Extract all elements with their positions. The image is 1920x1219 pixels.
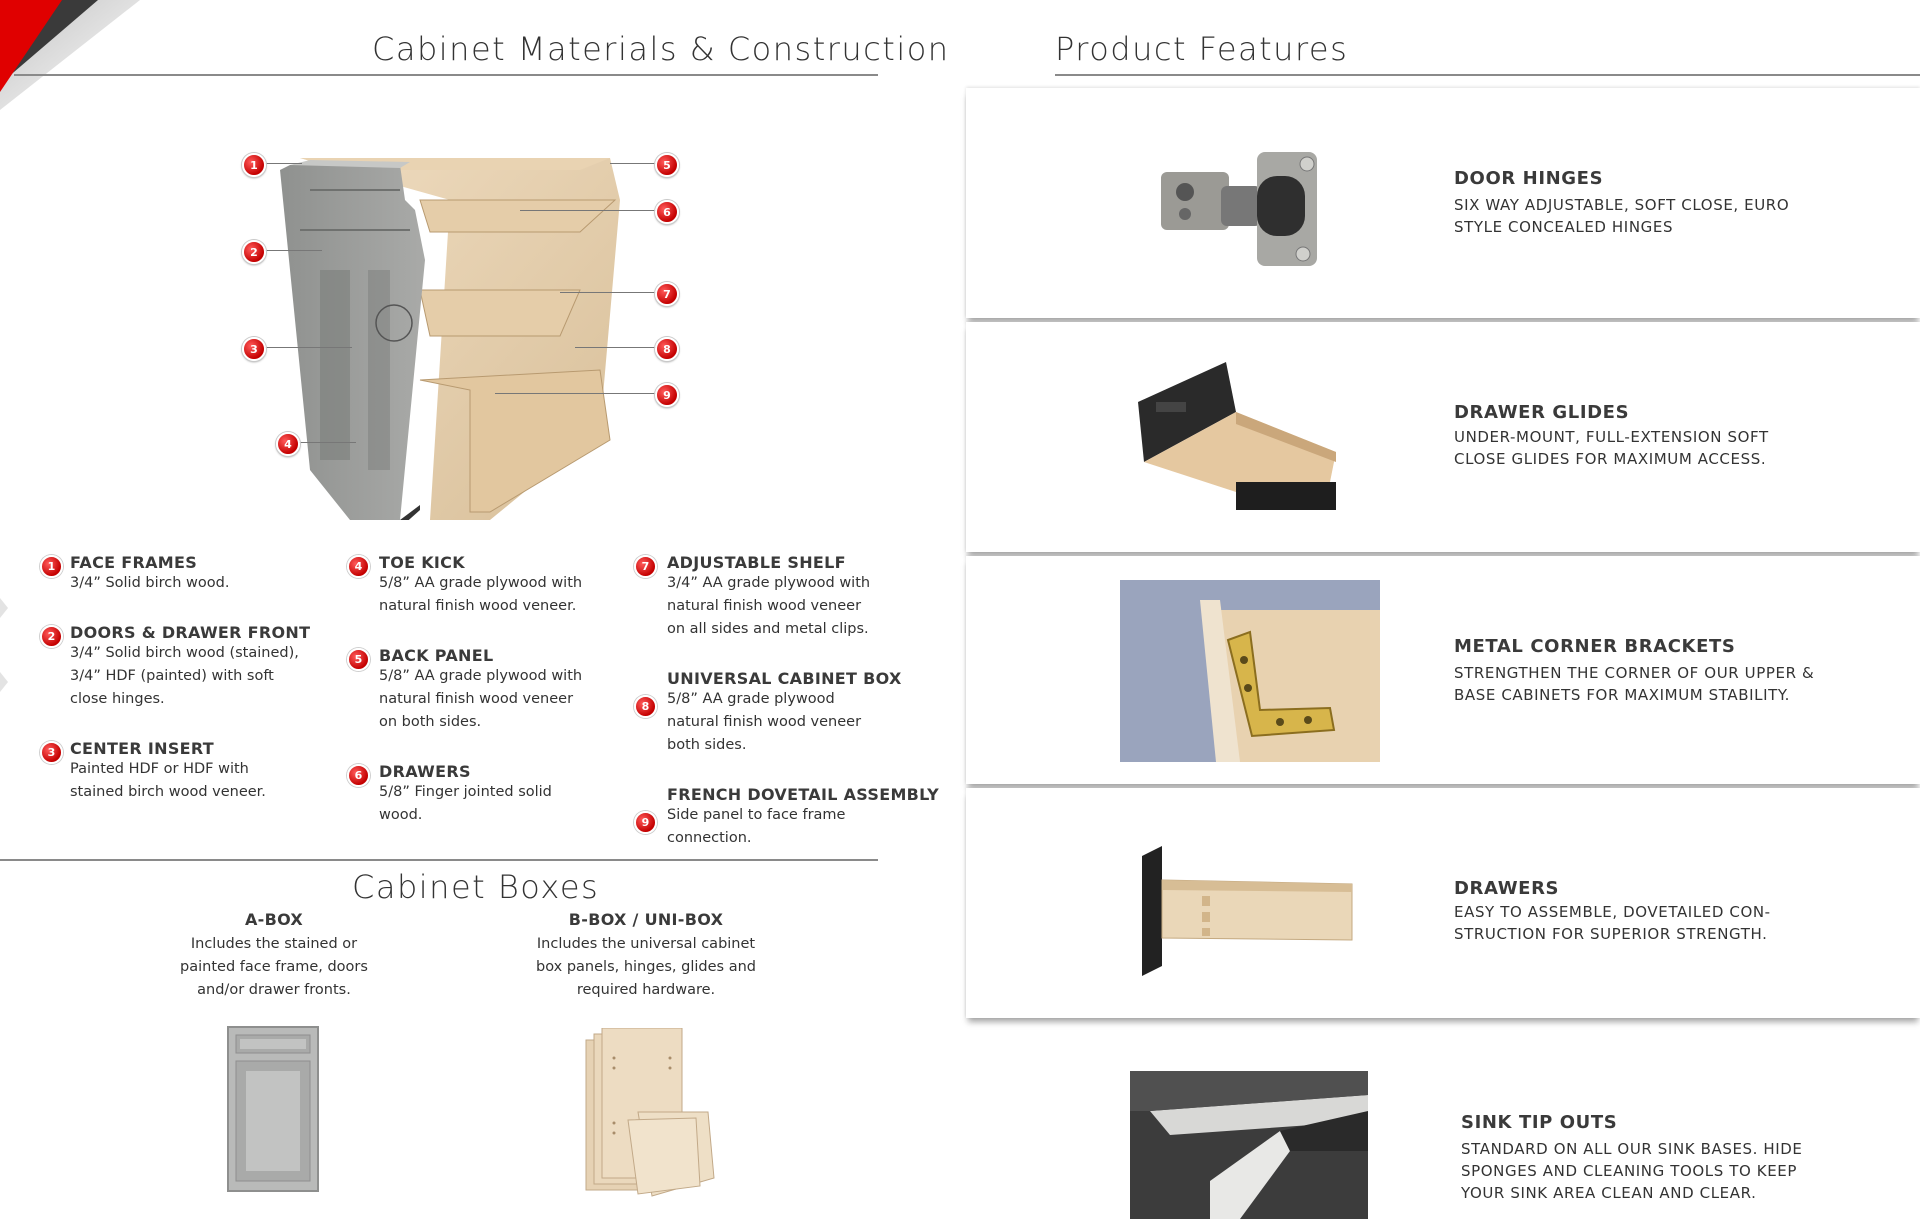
- spec-drawers: 6 DRAWERS 5/8” Finger jointed solid wood…: [347, 762, 637, 827]
- spec-title: FACE FRAMES: [70, 553, 198, 572]
- callout-marker-4: 4: [276, 432, 300, 456]
- feature-title: METAL CORNER BRACKETS: [1454, 636, 1736, 657]
- spec-body: 5/8” AA grade plywood natural finish woo…: [667, 691, 862, 753]
- spec-number: 6: [347, 764, 370, 787]
- spec-number: 8: [634, 695, 657, 718]
- callout-marker-3: 3: [242, 337, 266, 361]
- b-box-title: B-BOX / UNI-BOX: [568, 910, 724, 929]
- feature-card-drawers: DRAWERS EASY TO ASSEMBLE, DOVETAILED CON…: [966, 788, 1920, 1018]
- feature-body: UNDER-MOUNT, FULL-EXTENSION SOFT CLOSE G…: [1454, 428, 1769, 468]
- spec-toe-kick: 4 TOE KICK 5/8” AA grade plywood with na…: [347, 553, 637, 618]
- feature-title: DRAWER GLIDES: [1454, 402, 1630, 423]
- spec-title: CENTER INSERT: [70, 739, 215, 758]
- spec-number: 4: [347, 555, 370, 578]
- a-box-door-image: [227, 1026, 319, 1192]
- spec-number: 5: [347, 648, 370, 671]
- leader-line-1: [262, 163, 302, 164]
- spec-number: 9: [634, 811, 657, 834]
- spec-body: 5/8” AA grade plywood with natural finis…: [379, 575, 583, 614]
- materials-title-rule: [14, 74, 878, 76]
- feature-body: SIX WAY ADJUSTABLE, SOFT CLOSE, EURO STY…: [1454, 196, 1790, 236]
- spec-number: 1: [40, 555, 63, 578]
- b-box-description: B-BOX / UNI-BOX Includes the universal c…: [520, 910, 772, 1002]
- page-edge-arrow-icon: [0, 598, 8, 618]
- spec-title: DRAWERS: [379, 762, 471, 781]
- feature-title: DOOR HINGES: [1454, 168, 1604, 189]
- page-edge-arrow-icon: [0, 672, 8, 692]
- leader-line-5: [610, 163, 656, 164]
- spec-number: 7: [634, 555, 657, 578]
- spec-adjustable-shelf: 7 ADJUSTABLE SHELF 3/4” AA grade plywood…: [634, 553, 934, 641]
- spec-body: Side panel to face frame connection.: [667, 807, 846, 846]
- callout-marker-7: 7: [655, 282, 679, 306]
- leader-line-7: [560, 292, 656, 293]
- leader-line-4: [296, 442, 356, 443]
- spec-title: TOE KICK: [379, 553, 465, 572]
- boxes-top-rule: [0, 859, 878, 861]
- spec-body: 5/8” Finger jointed solid wood.: [379, 784, 552, 823]
- callout-marker-2: 2: [242, 240, 266, 264]
- callout-marker-8: 8: [655, 337, 679, 361]
- features-title-rule: [1055, 74, 1920, 76]
- spec-body: 3/4” AA grade plywood with natural finis…: [667, 575, 871, 637]
- drawer-glide-image: [1138, 362, 1336, 510]
- feature-card-drawer-glides: DRAWER GLIDES UNDER-MOUNT, FULL-EXTENSIO…: [966, 322, 1920, 552]
- spec-french-dovetail-assembly: 9 FRENCH DOVETAIL ASSEMBLY Side panel to…: [634, 785, 940, 850]
- leader-line-8: [575, 347, 656, 348]
- features-section-title: Product Features: [1055, 30, 1349, 68]
- spec-number: 3: [40, 741, 63, 764]
- sink-tip-out-image: [1130, 1071, 1368, 1219]
- feature-body-sink-tip-outs: STANDARD ON ALL OUR SINK BASES. HIDE SPO…: [1461, 1140, 1803, 1202]
- spec-body: 5/8” AA grade plywood with natural finis…: [379, 668, 583, 730]
- spec-center-insert: 3 CENTER INSERT Painted HDF or HDF with …: [40, 739, 320, 804]
- materials-section-title: Cabinet Materials & Construction: [372, 30, 950, 68]
- b-box-panels-image: [585, 1028, 715, 1197]
- spec-title: ADJUSTABLE SHELF: [667, 553, 846, 572]
- callout-marker-1: 1: [242, 153, 266, 177]
- spec-number: 2: [40, 625, 63, 648]
- a-box-title: A-BOX: [244, 910, 304, 929]
- feature-body: EASY TO ASSEMBLE, DOVETAILED CON- STRUCT…: [1454, 903, 1771, 943]
- corner-ribbon-graphic: [0, 0, 140, 110]
- spec-back-panel: 5 BACK PANEL 5/8” AA grade plywood with …: [347, 646, 637, 734]
- spec-body: Painted HDF or HDF with stained birch wo…: [70, 761, 266, 800]
- spec-universal-cabinet-box: 8 UNIVERSAL CABINET BOX 5/8” AA grade pl…: [634, 669, 934, 757]
- leader-line-6: [520, 210, 656, 211]
- boxes-section-title: Cabinet Boxes: [352, 868, 600, 906]
- spec-title: DOORS & DRAWER FRONT: [70, 623, 311, 642]
- spec-doors-drawer-front: 2 DOORS & DRAWER FRONT 3/4” Solid birch …: [40, 623, 340, 711]
- a-box-description: A-BOX Includes the stained or painted fa…: [160, 910, 388, 1002]
- corner-bracket-image: [1120, 580, 1380, 762]
- drawer-image: [1142, 846, 1353, 976]
- leader-line-9: [495, 393, 656, 394]
- feature-body: STRENGTHEN THE CORNER OF OUR UPPER & BAS…: [1454, 664, 1815, 704]
- spec-title: FRENCH DOVETAIL ASSEMBLY: [667, 785, 940, 804]
- spec-body: 3/4” Solid birch wood (stained), 3/4” HD…: [70, 645, 299, 707]
- spec-face-frames: 1 FACE FRAMES 3/4” Solid birch wood.: [40, 553, 320, 595]
- a-box-body: Includes the stained or painted face fra…: [180, 936, 368, 998]
- hinge-image: [1161, 152, 1317, 266]
- leader-line-3: [262, 347, 352, 348]
- leader-line-2: [262, 250, 322, 251]
- feature-card-metal-corner-brackets: METAL CORNER BRACKETS STRENGTHEN THE COR…: [966, 556, 1920, 784]
- callout-marker-9: 9: [655, 383, 679, 407]
- callout-marker-5: 5: [655, 153, 679, 177]
- spec-title: BACK PANEL: [379, 646, 494, 665]
- feature-card-door-hinges: DOOR HINGES SIX WAY ADJUSTABLE, SOFT CLO…: [966, 88, 1920, 318]
- spec-body: 3/4” Solid birch wood.: [70, 575, 230, 591]
- spec-title: UNIVERSAL CABINET BOX: [667, 669, 902, 688]
- feature-title: DRAWERS: [1454, 878, 1560, 899]
- cabinet-cutaway-illustration: [280, 158, 620, 520]
- callout-marker-6: 6: [655, 200, 679, 224]
- b-box-body: Includes the universal cabinet box panel…: [536, 936, 756, 998]
- feature-title-sink-tip-outs: SINK TIP OUTS: [1461, 1112, 1618, 1133]
